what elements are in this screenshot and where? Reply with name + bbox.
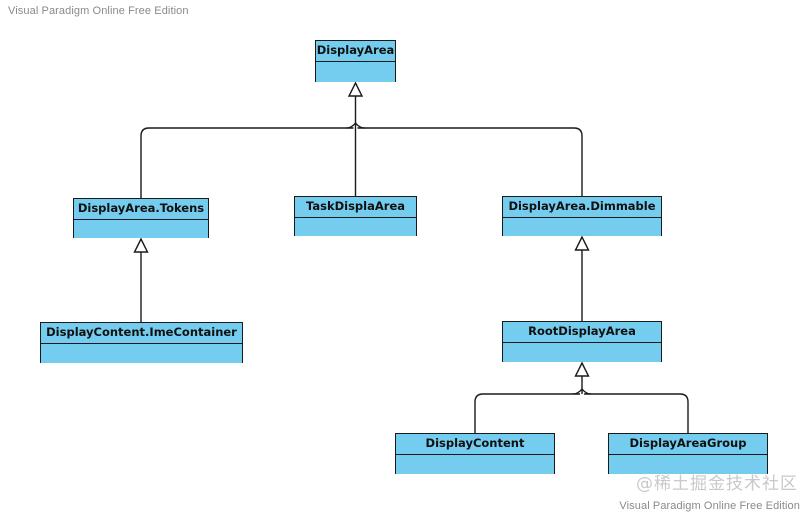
uml-class-displayarea[interactable]: DisplayArea bbox=[315, 40, 396, 82]
uml-class-attributes-compartment bbox=[396, 455, 554, 474]
uml-class-attributes-compartment bbox=[295, 218, 416, 236]
uml-class-attributes-compartment bbox=[316, 62, 395, 82]
uml-class-taskdisplaarea[interactable]: TaskDisplaArea bbox=[294, 196, 417, 236]
visual-paradigm-header-watermark: Visual Paradigm Online Free Edition bbox=[8, 5, 189, 17]
uml-class-displayarea-tokens[interactable]: DisplayArea.Tokens bbox=[73, 198, 209, 238]
uml-class-name: DisplayAreaGroup bbox=[609, 434, 767, 455]
generalization-link bbox=[474, 393, 580, 433]
generalization-arrowhead-rootdisplayarea bbox=[574, 361, 590, 377]
uml-class-name: DisplayArea.Dimmable bbox=[503, 197, 661, 218]
visual-paradigm-footer-watermark: Visual Paradigm Online Free Edition bbox=[619, 500, 800, 512]
uml-class-name: DisplayContent bbox=[396, 434, 554, 455]
uml-class-displayareagroup[interactable]: DisplayAreaGroup bbox=[608, 433, 768, 474]
uml-class-attributes-compartment bbox=[503, 343, 661, 362]
uml-class-attributes-compartment bbox=[503, 218, 661, 236]
uml-class-displaycontent-imecontainer[interactable]: DisplayContent.ImeContainer bbox=[40, 322, 243, 363]
uml-class-name: DisplayContent.ImeContainer bbox=[41, 323, 242, 344]
uml-class-rootdisplayarea[interactable]: RootDisplayArea bbox=[502, 321, 662, 362]
uml-class-attributes-compartment bbox=[41, 344, 242, 363]
uml-class-attributes-compartment bbox=[74, 220, 208, 238]
uml-class-displaycontent[interactable]: DisplayContent bbox=[395, 433, 555, 474]
uml-class-name: TaskDisplaArea bbox=[295, 197, 416, 218]
generalization-link bbox=[140, 127, 354, 198]
community-watermark: @稀土掘金技术社区 bbox=[636, 474, 798, 494]
uml-class-attributes-compartment bbox=[609, 455, 767, 474]
generalization-link bbox=[357, 127, 583, 196]
uml-class-name: DisplayArea bbox=[316, 41, 395, 62]
uml-class-displayarea-dimmable[interactable]: DisplayArea.Dimmable bbox=[502, 196, 662, 236]
uml-class-name: RootDisplayArea bbox=[503, 322, 661, 343]
generalization-arrowhead-displayarea bbox=[347, 81, 364, 97]
uml-class-name: DisplayArea.Tokens bbox=[74, 199, 208, 220]
generalization-arrowhead-displayarea-tokens bbox=[133, 237, 149, 253]
generalization-arrowhead-displayarea-dimmable bbox=[574, 235, 590, 251]
generalization-link bbox=[584, 393, 689, 433]
